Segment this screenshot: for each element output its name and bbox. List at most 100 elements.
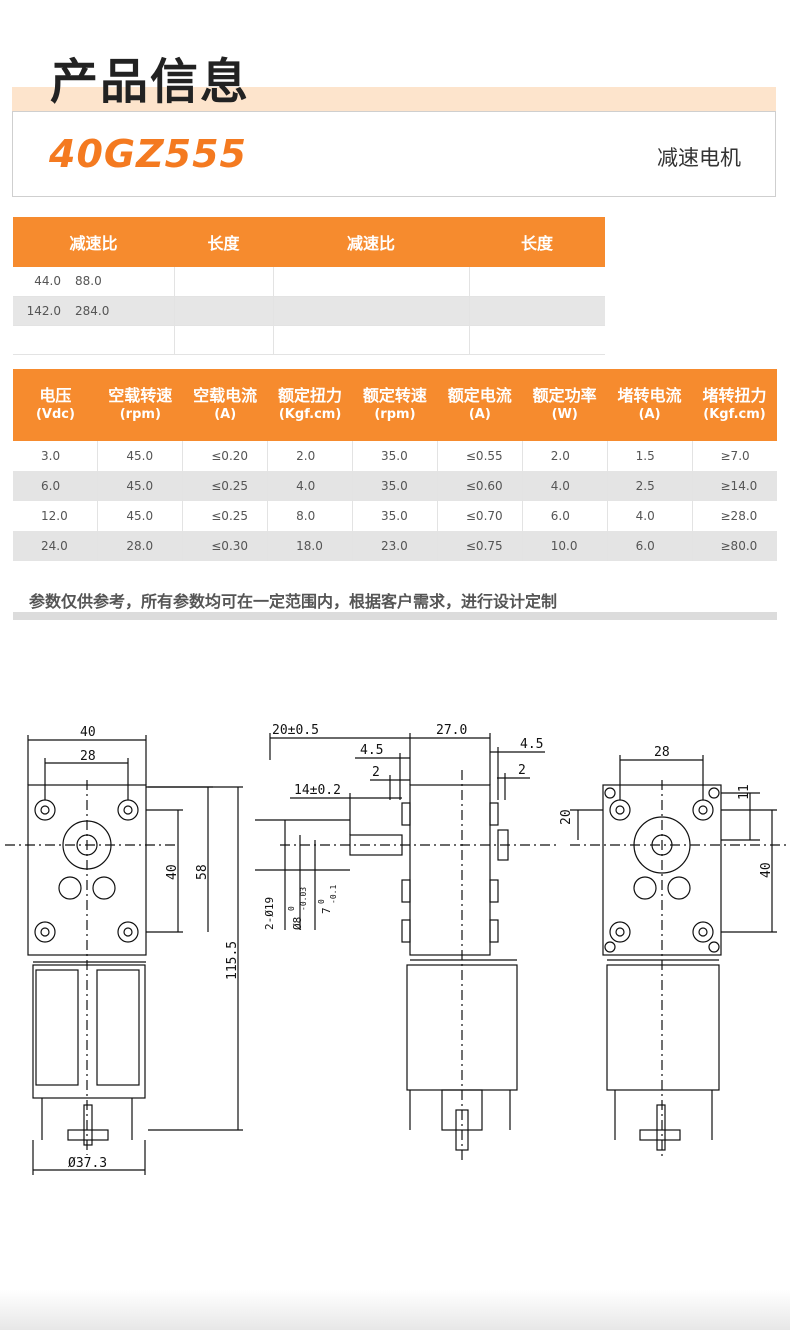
spec-header-cell: 额定扭力 (Kgf.cm)	[267, 369, 353, 441]
title-band	[12, 87, 776, 111]
ratio-header-row: 减速比 长度 减速比 长度	[13, 217, 605, 267]
spec-cell: 24.0	[13, 531, 99, 561]
bottom-fade	[0, 1290, 790, 1330]
spec-header-unit: (Vdc)	[35, 407, 75, 422]
spec-cell: ≤0.30	[182, 531, 269, 561]
table-row	[13, 325, 605, 355]
spec-cell: 35.0	[352, 501, 438, 531]
dim-label: 4.5	[520, 737, 543, 752]
spec-cell: ≤0.60	[437, 471, 523, 501]
spec-header-unit: (A)	[468, 407, 491, 422]
dim-label: 27.0	[436, 723, 467, 738]
length-header: 长度	[469, 217, 605, 267]
dim-label: 40	[759, 862, 774, 878]
mount-hole	[692, 799, 714, 821]
length-value: 88.0	[75, 274, 102, 289]
dim-label: 4.5	[360, 743, 383, 758]
spec-cell: 10.0	[522, 531, 608, 561]
screw-hole	[633, 876, 657, 900]
spec-cell: 18.0	[267, 531, 353, 561]
spec-header-name: 空载电流	[193, 386, 258, 405]
dimension-drawing: 40 28 40 58 115.5 Ø37.3 20±0.5 27.0 4.5 …	[5, 723, 790, 1175]
model-name: 40GZ555	[49, 132, 247, 176]
spec-cell: 3.0	[13, 441, 99, 471]
spec-header-unit: (Kgf.cm)	[278, 407, 342, 422]
length-value: 284.0	[75, 303, 110, 318]
dim-label: 2-Ø19	[263, 897, 276, 930]
dim-label: 115.5	[225, 941, 240, 980]
spec-header-unit: (A)	[214, 407, 237, 422]
spec-header-name: 堵转电流	[617, 386, 682, 405]
mount-hole	[34, 921, 56, 943]
dim-label: Ø37.3	[68, 1156, 107, 1171]
dim-label: 14±0.2	[294, 783, 341, 798]
screw-hole	[667, 876, 691, 900]
ratio-header: 减速比	[13, 217, 174, 267]
spec-header-name: 额定电流	[447, 386, 512, 405]
ratio-header: 减速比	[273, 217, 469, 267]
page-title: 产品信息	[50, 54, 251, 110]
spec-header-name: 空载转速	[108, 386, 173, 405]
spec-header-name: 额定功率	[532, 386, 597, 405]
screw-hole	[92, 876, 116, 900]
empty-cell	[174, 267, 274, 297]
dim-label: 20±0.5	[272, 723, 319, 738]
spec-cell: 4.0	[607, 501, 693, 531]
spec-cell: 35.0	[352, 471, 438, 501]
spec-header-cell: 堵转扭力 (Kgf.cm)	[692, 369, 777, 441]
mount-hole	[609, 921, 631, 943]
spec-header-name: 额定转速	[362, 386, 427, 405]
mount-hole	[692, 921, 714, 943]
spec-header-name: 额定扭力	[278, 386, 343, 405]
spec-cell: ≤0.20	[182, 441, 269, 471]
spec-cell: 2.5	[607, 471, 693, 501]
spec-cell: 45.0	[97, 471, 184, 501]
spec-cell: 35.0	[352, 441, 438, 471]
spec-header-unit: (rpm)	[119, 407, 161, 422]
motor-body	[606, 964, 720, 1091]
divider	[13, 612, 777, 620]
mount-hole	[34, 799, 56, 821]
empty-cell	[174, 325, 274, 355]
spec-cell: ≥80.0	[692, 531, 777, 561]
spec-cell: ≥7.0	[720, 449, 750, 463]
spec-header-cell: 空载电流 (A)	[182, 369, 268, 441]
spec-table: 电压 (Vdc) 空载转速 (rpm) 空载电流 (A) 额定扭力 (Kgf.cm) 额定转速 (…	[13, 369, 777, 561]
spec-cell: 12.0	[13, 501, 99, 531]
spec-cell: 4.0	[522, 471, 608, 501]
spec-cell: 28.0	[97, 531, 184, 561]
spec-header-row: 电压 (Vdc) 空载转速 (rpm) 空载电流 (A) 额定扭力 (Kgf.cm) 额定转速 (…	[13, 369, 777, 441]
spec-cell: ≤0.70	[437, 501, 523, 531]
spec-cell: 2.0	[522, 441, 608, 471]
dim-label: 40	[80, 725, 96, 740]
spec-header-cell: 空载转速 (rpm)	[97, 369, 183, 441]
dim-label: 58	[195, 864, 210, 880]
empty-cell	[469, 296, 605, 326]
spec-header-unit: (Kgf.cm)	[703, 407, 766, 422]
empty-cell	[469, 325, 605, 355]
spec-header-unit: (rpm)	[374, 407, 416, 422]
spec-header-name: 电压	[39, 386, 72, 405]
dim-label: 11	[737, 784, 752, 800]
length-header: 长度	[174, 217, 273, 267]
dim-tolerance: -0.03	[299, 887, 308, 911]
dim-tolerance: 0	[317, 899, 326, 904]
spec-cell: ≥14.0	[692, 471, 777, 501]
spec-cell: 6.0	[13, 471, 99, 501]
dim-tolerance: -0.1	[329, 885, 338, 904]
dim-label: 2	[372, 765, 380, 780]
spec-cell: 45.0	[97, 501, 184, 531]
dim-label: 7	[320, 907, 333, 914]
spec-cell: ≤0.55	[437, 441, 523, 471]
spec-header-cell: 额定转速 (rpm)	[352, 369, 438, 441]
spec-header-name: 堵转扭力	[702, 386, 767, 405]
empty-cell	[273, 325, 470, 355]
spec-header-cell: 堵转电流(A)	[607, 369, 692, 441]
spec-cell: 1.5	[607, 441, 693, 471]
